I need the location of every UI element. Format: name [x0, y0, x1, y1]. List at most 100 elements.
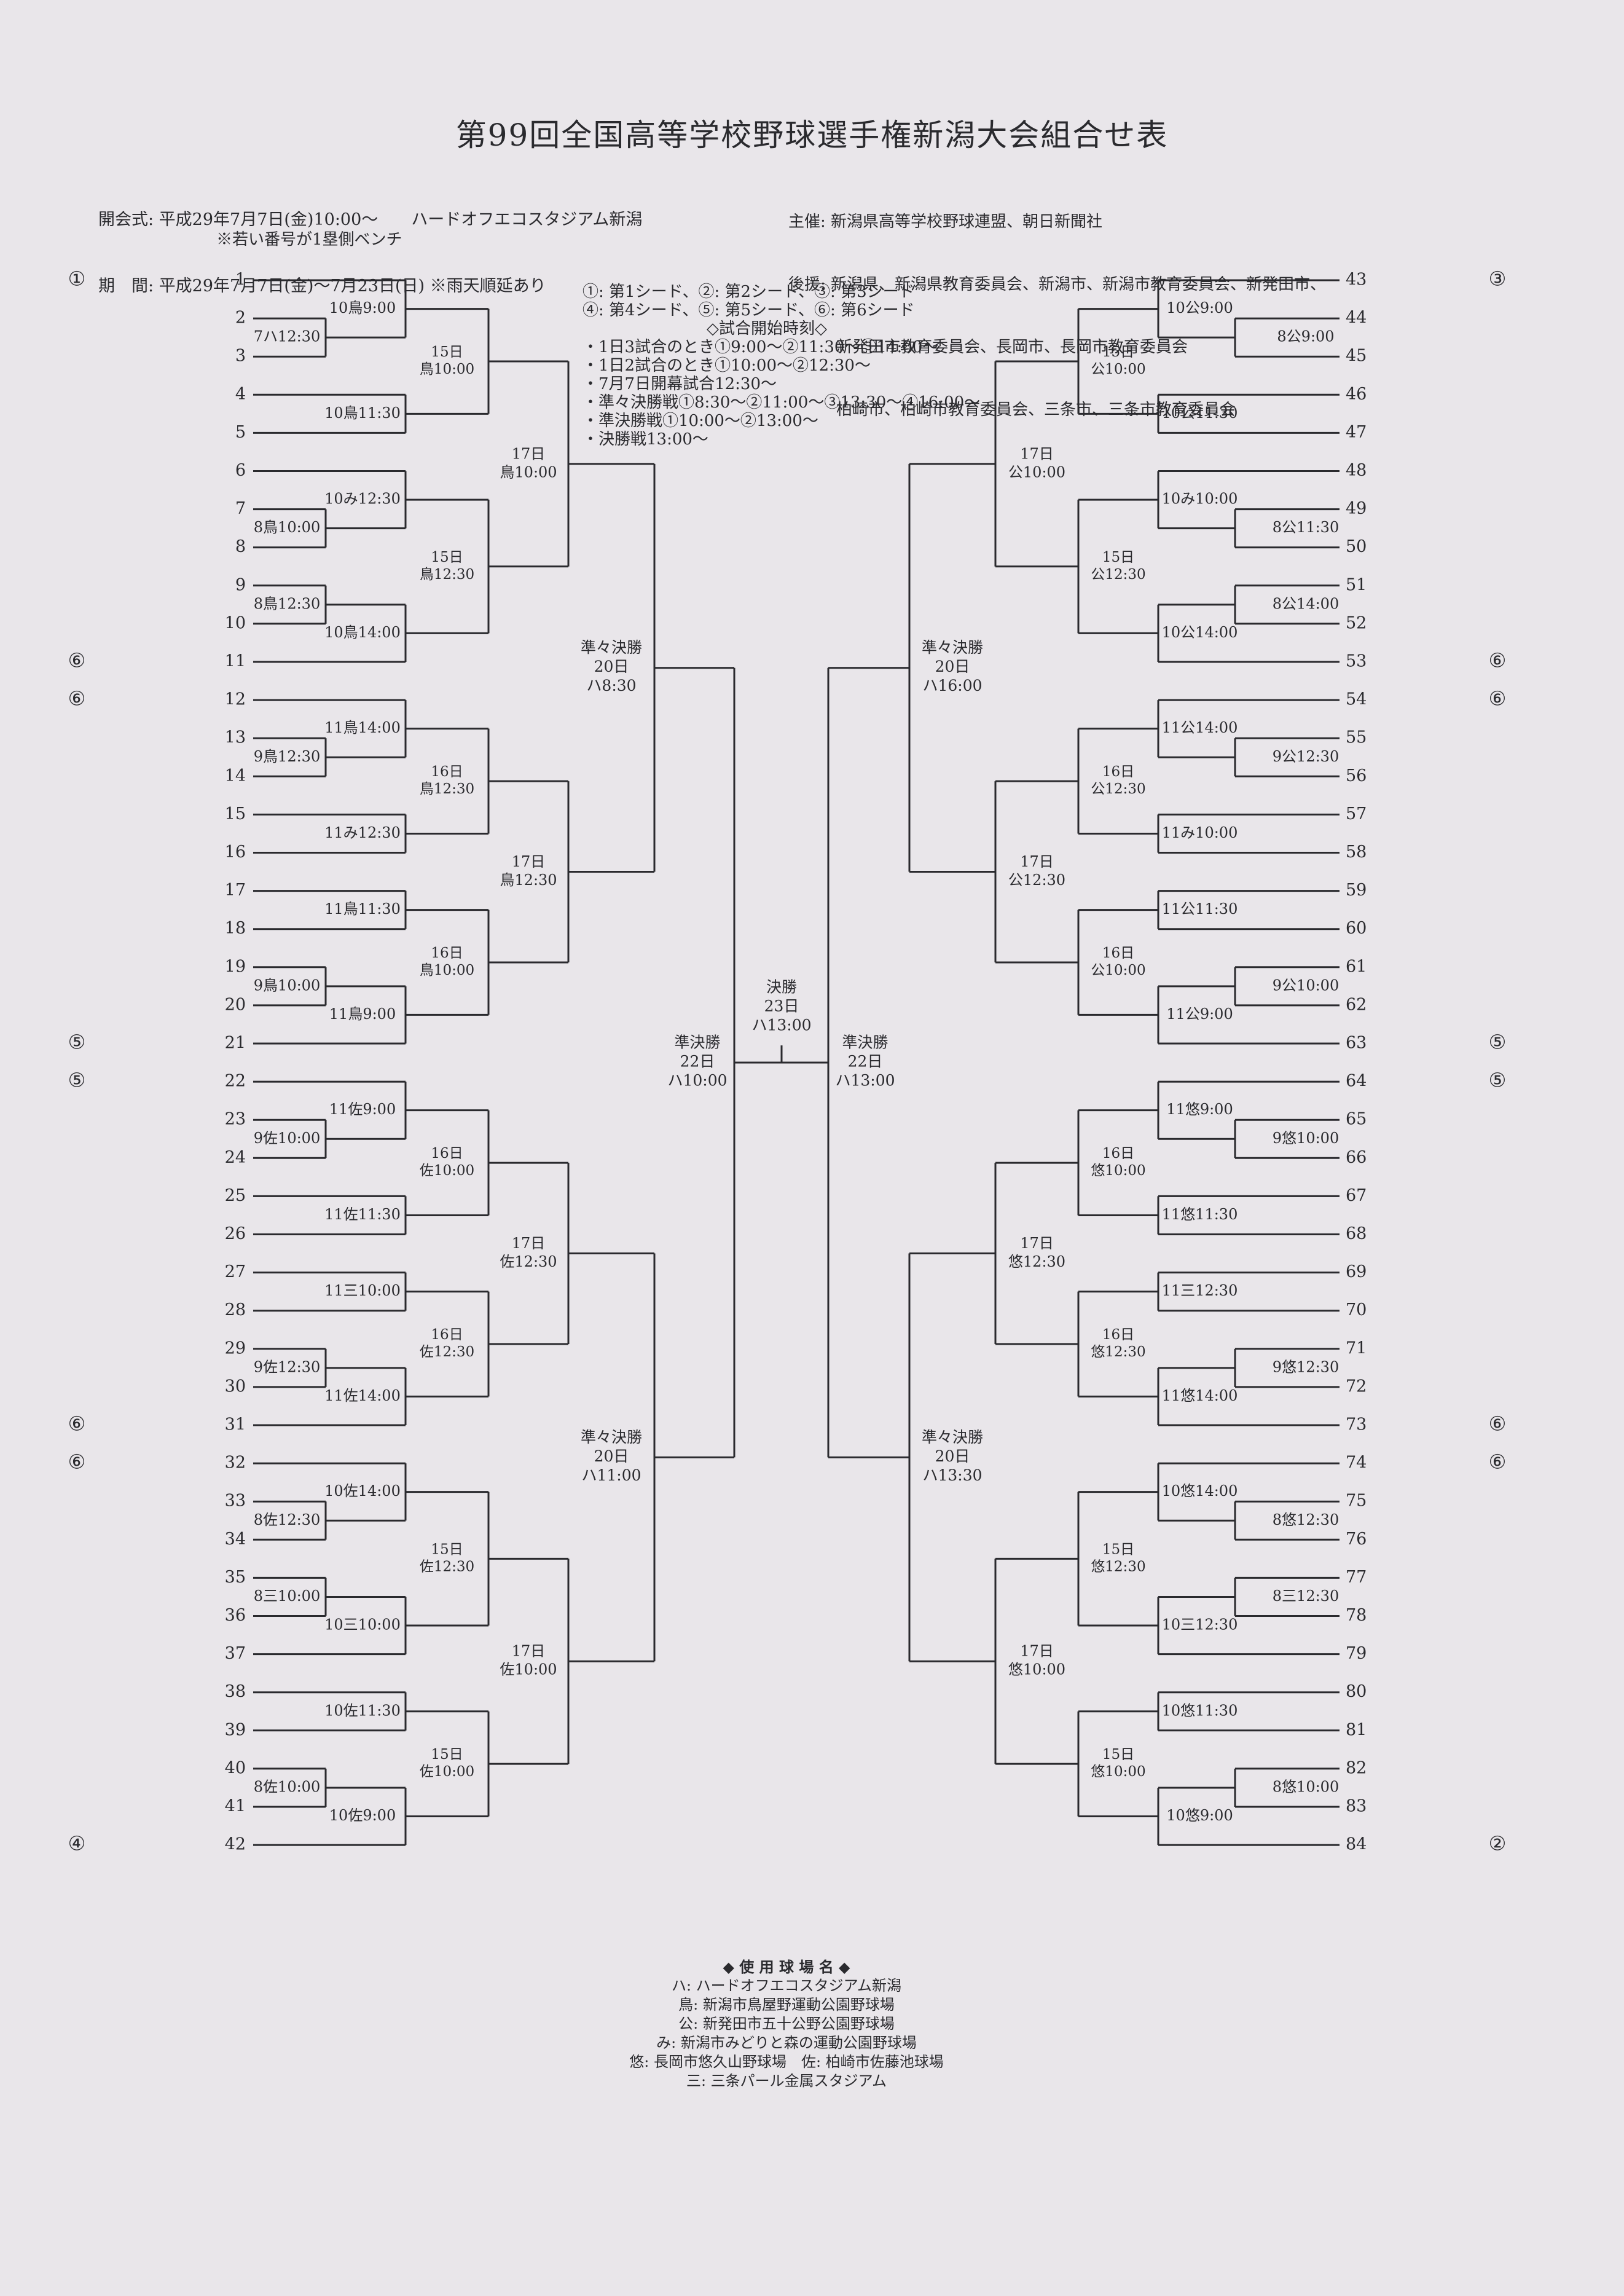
round-time-label: 公12:30 — [1008, 871, 1065, 889]
match-time-label: 11公9:00 — [1166, 1005, 1233, 1023]
team-number: 35 — [225, 1568, 246, 1587]
team-number: 67 — [1346, 1186, 1367, 1205]
team-number: 71 — [1346, 1339, 1367, 1358]
team-number: 44 — [1346, 309, 1367, 328]
seed-legend-line-2: ④: 第4シード、⑤: 第5シード、⑥: 第6シード — [583, 301, 915, 320]
team-number: 27 — [225, 1262, 246, 1281]
match-time-label: 9鳥12:30 — [254, 748, 320, 765]
page-title: 第99回全国高等学校野球選手権新潟大会組合せ表 — [455, 117, 1169, 153]
match-time-label: 8鳥12:30 — [254, 595, 320, 612]
round-time-label: 公12:30 — [1091, 781, 1145, 797]
match-time-label: 9佐10:00 — [254, 1130, 320, 1147]
team-number: 3 — [235, 347, 246, 366]
match-time-label: 10悠11:30 — [1162, 1702, 1238, 1719]
team-number: 46 — [1346, 385, 1367, 404]
round-time-label: 17日 — [512, 1235, 546, 1252]
team-number: 76 — [1346, 1530, 1367, 1549]
match-time-label: 11悠14:00 — [1162, 1387, 1238, 1404]
match-time-label: 11公14:00 — [1162, 719, 1238, 736]
opening-ceremony-line: 開会式: 平成29年7月7日(金)10:00～ ハードオフエコスタジアム新潟 — [98, 210, 643, 229]
seed-mark: ⑤ — [1489, 1069, 1507, 1092]
quarterfinal-label: ハ16:00 — [922, 677, 982, 694]
round-time-label: 15日 — [431, 344, 463, 360]
match-time-label: 10三12:30 — [1162, 1616, 1238, 1634]
bench-note: ※若い番号が1塁側ベンチ — [216, 230, 402, 249]
match-time-label: 10佐9:00 — [329, 1807, 396, 1824]
round-time-label: 佐12:30 — [420, 1559, 474, 1575]
final-label: ハ13:00 — [751, 1016, 811, 1034]
round-time-label: 16日 — [431, 1146, 463, 1162]
match-time-label: 8公11:30 — [1273, 519, 1339, 536]
team-number: 57 — [1346, 804, 1367, 824]
round-time-label: 16日 — [1102, 1327, 1134, 1343]
match-time-label: 10悠14:00 — [1162, 1482, 1238, 1500]
final-label: 23日 — [764, 997, 799, 1015]
quarterfinal-label: ハ8:30 — [586, 677, 636, 694]
seed-mark: ① — [68, 267, 86, 291]
seed-mark: ⑥ — [68, 649, 86, 672]
quarterfinal-label: 準々決勝 — [581, 639, 642, 656]
match-time-label: 10鳥11:30 — [324, 404, 401, 422]
venue-heading: ◆ 使 用 球 場 名 ◆ — [723, 1958, 850, 1976]
semifinal-label: ハ13:00 — [835, 1072, 895, 1090]
quarterfinal-label: 準々決勝 — [922, 639, 983, 656]
team-number: 4 — [235, 385, 246, 404]
quarterfinal-label: ハ11:00 — [581, 1466, 641, 1484]
team-number: 24 — [225, 1148, 246, 1167]
team-number: 26 — [225, 1224, 246, 1243]
match-time-label: 8鳥10:00 — [254, 519, 320, 536]
team-number: 60 — [1346, 919, 1367, 938]
match-time-label: 11鳥9:00 — [329, 1005, 396, 1023]
match-time-label: 11鳥14:00 — [324, 719, 401, 736]
round-time-label: 佐12:30 — [420, 1344, 474, 1360]
sponsor-line-1: 後援: 新潟県、新潟県教育委員会、新潟市、新潟市教育委員会、新発田市、 — [788, 275, 1327, 294]
match-time-label: 9鳥10:00 — [254, 977, 320, 994]
venue-line-6: 三: 三条パール金属スタジアム — [686, 2072, 887, 2090]
team-number: 29 — [225, 1339, 246, 1358]
match-time-label: 10公9:00 — [1166, 299, 1233, 316]
team-number: 19 — [225, 957, 246, 976]
team-number: 48 — [1346, 461, 1367, 480]
match-time-label: 8公9:00 — [1277, 328, 1334, 345]
round-time-label: 16日 — [1102, 764, 1134, 780]
team-number: 75 — [1346, 1492, 1367, 1511]
match-time-label: 10悠9:00 — [1166, 1807, 1233, 1824]
round-time-label: 15日 — [431, 549, 463, 565]
start-time-line-6: ・決勝戦13:00～ — [583, 430, 708, 449]
team-number: 18 — [225, 919, 246, 938]
seed-mark: ③ — [1489, 267, 1507, 291]
team-number: 77 — [1346, 1568, 1367, 1587]
team-number: 81 — [1346, 1720, 1367, 1739]
team-number: 68 — [1346, 1224, 1367, 1243]
match-time-label: 8悠10:00 — [1273, 1778, 1339, 1795]
round-time-label: 17日 — [1020, 1643, 1054, 1660]
team-number: 15 — [225, 804, 246, 824]
team-number: 33 — [225, 1492, 246, 1511]
match-time-label: 9公12:30 — [1273, 748, 1339, 765]
match-time-label: 11三10:00 — [324, 1282, 401, 1299]
match-time-label: 10み10:00 — [1162, 490, 1238, 508]
match-time-label: 10公14:00 — [1162, 624, 1238, 641]
round-time-label: 悠12:30 — [1008, 1253, 1065, 1270]
round-time-label: 17日 — [1020, 1235, 1054, 1252]
semifinal-label: 22日 — [680, 1053, 715, 1071]
team-number: 12 — [225, 690, 246, 709]
seed-mark: ⑥ — [1489, 687, 1507, 710]
venue-line-1: ハ: ハードオフエコスタジアム新潟 — [671, 1977, 902, 1994]
round-time-label: 公10:00 — [1091, 962, 1145, 978]
team-number: 74 — [1346, 1453, 1367, 1472]
match-time-label: 8佐12:30 — [254, 1511, 320, 1528]
team-number: 52 — [1346, 613, 1367, 632]
round-time-label: 16日 — [1102, 1146, 1134, 1162]
round-time-label: 悠10:00 — [1091, 1163, 1145, 1179]
venue-legend: ◆ 使 用 球 場 名 ◆ ハ: ハードオフエコスタジアム新潟 鳥: 新潟市鳥屋… — [614, 1957, 959, 2091]
match-time-label: 10佐11:30 — [324, 1702, 401, 1719]
match-time-label: 11三12:30 — [1162, 1282, 1238, 1299]
venue-line-2: 鳥: 新潟市鳥屋野運動公園野球場 — [678, 1996, 895, 2013]
quarterfinal-label: 20日 — [594, 658, 629, 675]
team-number: 82 — [1346, 1758, 1367, 1777]
team-number: 54 — [1346, 690, 1367, 709]
team-number: 47 — [1346, 423, 1367, 442]
